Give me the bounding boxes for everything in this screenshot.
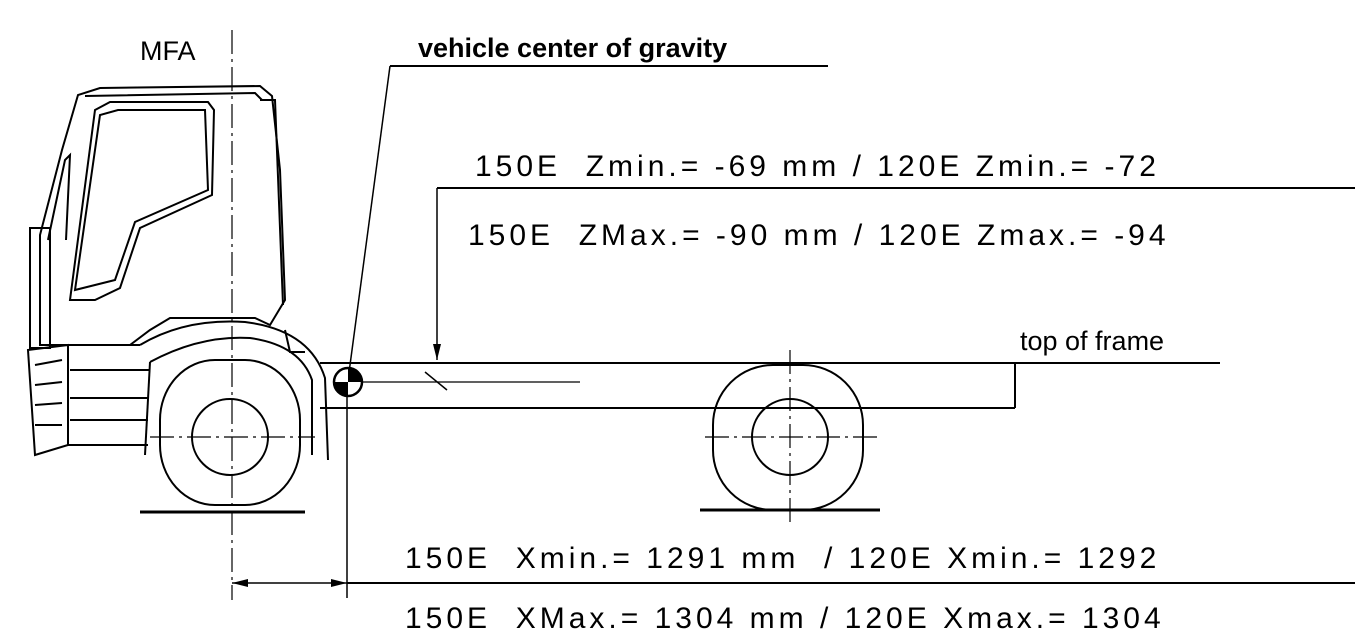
cog-label: vehicle center of gravity — [418, 33, 727, 63]
mfa-label: MFA — [140, 36, 196, 66]
chassis-frame — [320, 362, 1220, 409]
z-max-label: 150E ZMax.= -90 mm / 120E Zmax.= -94 — [468, 219, 1170, 252]
x-min-label: 150E Xmin.= 1291 mm / 120E Xmin.= 1292 — [405, 542, 1160, 575]
cog-symbol — [332, 366, 364, 398]
cog-leader-line — [347, 65, 391, 381]
z-min-label: 150E Zmin.= -69 mm / 120E Zmin.= -72 — [475, 150, 1160, 183]
truck-cab — [26, 84, 329, 461]
center-lines — [150, 30, 880, 600]
front-wheel — [140, 359, 305, 514]
x-max-label: 150E XMax.= 1304 mm / 120E Xmax.= 1304 — [405, 602, 1165, 635]
z-dim-tick — [424, 371, 448, 391]
top-of-frame-label: top of frame — [1020, 326, 1164, 356]
